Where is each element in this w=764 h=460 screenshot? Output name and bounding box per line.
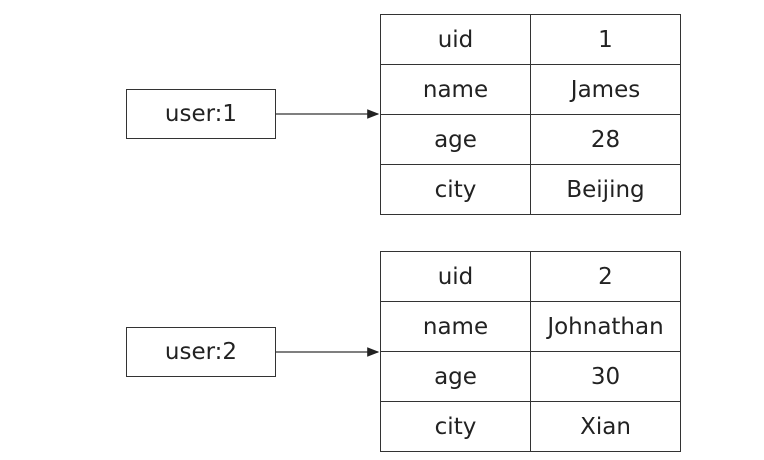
key-label: user:1: [164, 101, 238, 127]
hash-table-user-1: uid 1 name James age 28 city Beijing: [380, 14, 681, 215]
value-cell: James: [530, 64, 681, 115]
field-cell: uid: [380, 251, 531, 302]
table-row: age 28: [380, 114, 681, 165]
field-cell: city: [380, 401, 531, 452]
table-row: age 30: [380, 351, 681, 402]
hash-table-user-2: uid 2 name Johnathan age 30 city Xian: [380, 251, 681, 452]
table-row: uid 1: [380, 14, 681, 65]
field-cell: name: [380, 64, 531, 115]
table-row: city Xian: [380, 401, 681, 452]
value-cell: Johnathan: [530, 301, 681, 352]
table-row: name James: [380, 64, 681, 115]
key-box-user-2: user:2: [126, 327, 276, 377]
table-row: city Beijing: [380, 164, 681, 215]
value-cell: 2: [530, 251, 681, 302]
table-row: uid 2: [380, 251, 681, 302]
field-cell: uid: [380, 14, 531, 65]
field-cell: age: [380, 351, 531, 402]
value-cell: Beijing: [530, 164, 681, 215]
key-label: user:2: [164, 339, 238, 365]
field-cell: city: [380, 164, 531, 215]
table-row: name Johnathan: [380, 301, 681, 352]
value-cell: 30: [530, 351, 681, 402]
value-cell: Xian: [530, 401, 681, 452]
value-cell: 1: [530, 14, 681, 65]
field-cell: age: [380, 114, 531, 165]
value-cell: 28: [530, 114, 681, 165]
key-box-user-1: user:1: [126, 89, 276, 139]
field-cell: name: [380, 301, 531, 352]
